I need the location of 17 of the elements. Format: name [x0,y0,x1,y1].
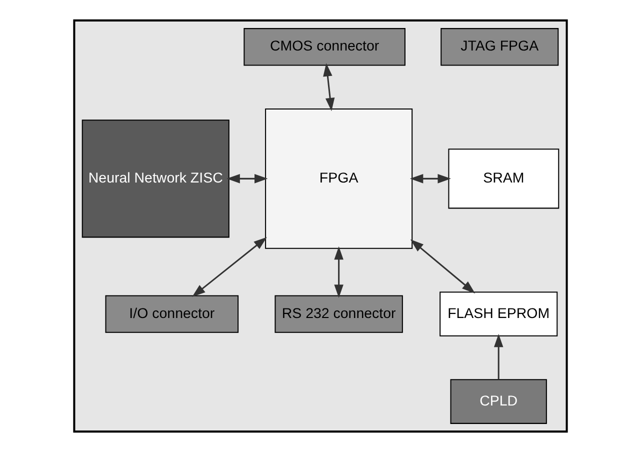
node-box: FPGA [264,108,412,249]
node-box: FLASH EPROM [439,292,558,336]
arrow [334,246,343,298]
node-box: RS 232 connector [274,295,402,333]
arrow [410,239,475,294]
node-box: SRAM [448,148,559,209]
arrow [322,63,334,112]
arrow [226,174,268,184]
node-box: CPLD [450,379,546,424]
arrow [192,237,266,297]
node-box: I/O connector [104,295,238,333]
arrow [493,334,503,380]
node-box: Neural Network ZISC [81,120,229,238]
arrow [409,174,450,184]
node-box: CMOS connector [243,28,405,66]
cluster [72,19,568,433]
node-box: JTAG FPGA [440,28,558,66]
